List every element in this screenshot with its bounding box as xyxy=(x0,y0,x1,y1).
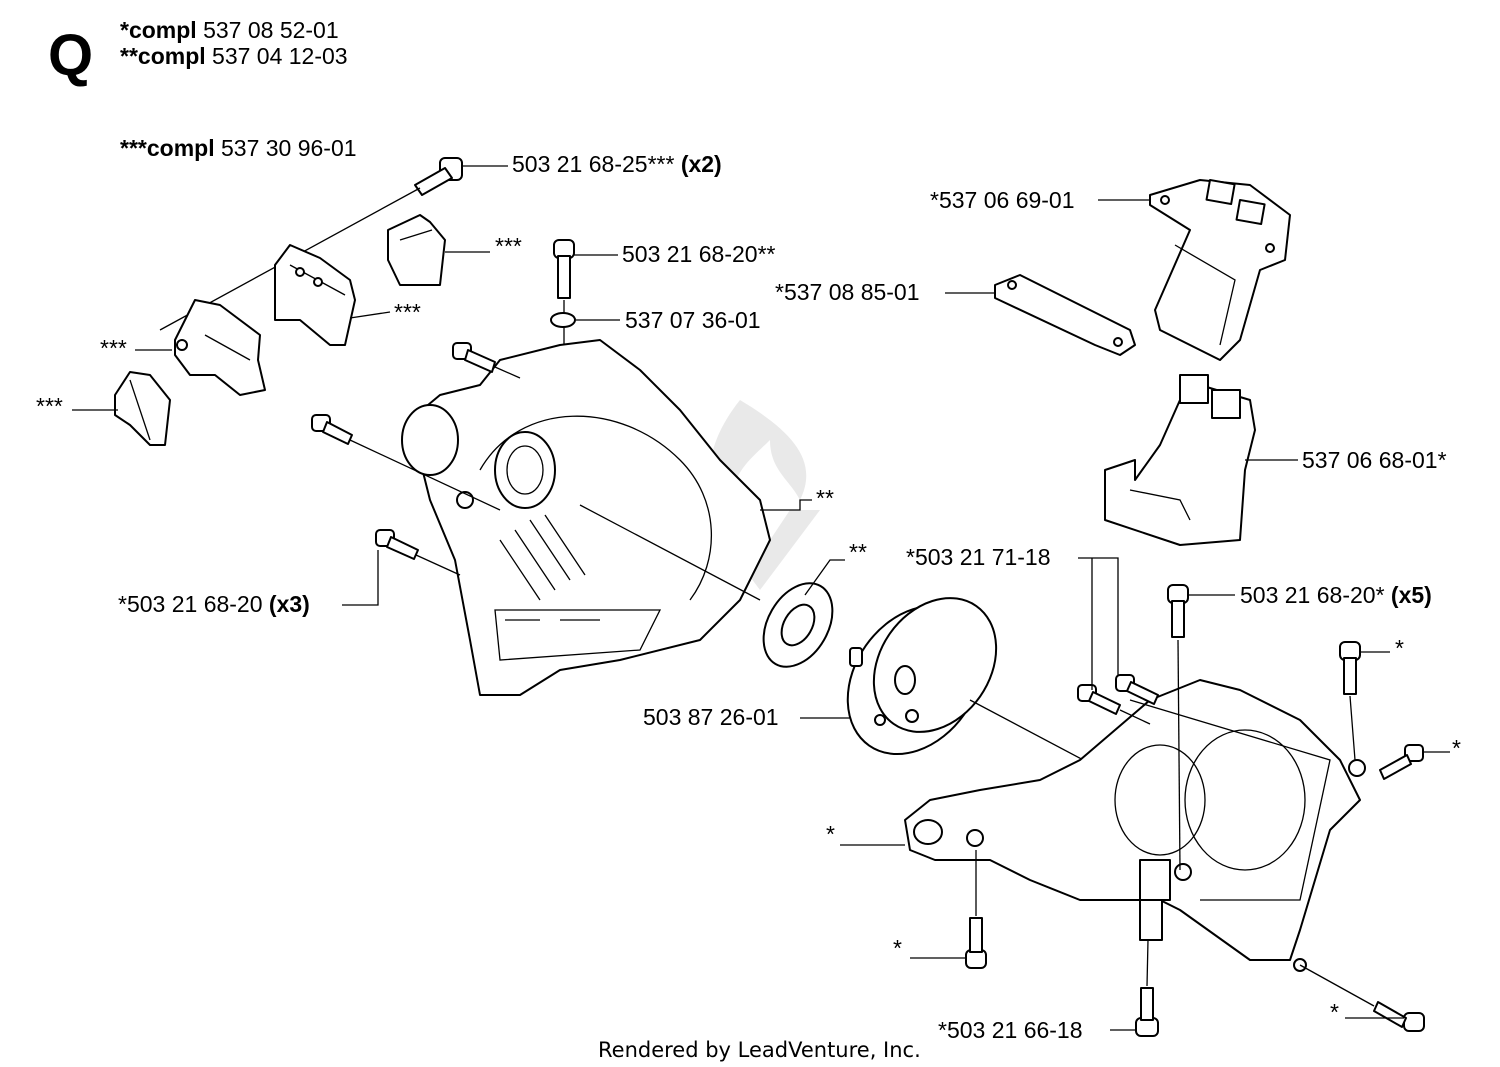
footer-credit: Rendered by LeadVenture, Inc. xyxy=(598,1038,921,1062)
kit-2-number: 537 04 12-03 xyxy=(212,43,348,69)
callout-screw-25-number: 503 21 68-25*** xyxy=(512,151,674,177)
callout-screw-7118: *503 21 71-18 xyxy=(906,544,1051,570)
kit-line-2: **compl 537 04 12-03 xyxy=(120,43,348,69)
housing-clip-middle[interactable] xyxy=(274,244,356,346)
callout-screw-x3-qty: (x3) xyxy=(269,591,310,617)
screw-left-lower[interactable] xyxy=(375,529,461,576)
retaining-ring[interactable] xyxy=(550,312,576,328)
callout-flywheel: 503 87 26-01 xyxy=(643,704,779,730)
kit-line-1: *compl 537 08 52-01 xyxy=(120,17,339,43)
kit-1-prefix: *compl xyxy=(120,17,197,43)
mark-screw-right-side: * xyxy=(1452,735,1461,761)
screw-7118-b[interactable] xyxy=(1115,674,1159,705)
screw-503-21-68-20-top[interactable] xyxy=(553,239,575,360)
mark-screw-bottom-left: * xyxy=(893,935,902,961)
screw-right-side[interactable] xyxy=(1379,744,1424,780)
callout-screw-20-top: 503 21 68-20** xyxy=(622,241,776,267)
mark-bearing: ** xyxy=(849,539,867,565)
callout-cover-top: *537 06 69-01 xyxy=(930,187,1075,213)
callout-screw-x5-qty: (x5) xyxy=(1391,582,1432,608)
mark-clip-top: *** xyxy=(495,233,522,259)
screw-left-mid[interactable] xyxy=(311,414,501,511)
lower-bracket[interactable] xyxy=(1104,374,1256,546)
callout-screw-x3-number: *503 21 68-20 xyxy=(118,591,263,617)
callout-screw-6618: *503 21 66-18 xyxy=(938,1017,1083,1043)
mark-housing-middle: *** xyxy=(394,299,421,325)
screw-503-21-66-18[interactable] xyxy=(1135,939,1159,1037)
gasket-plate[interactable] xyxy=(994,274,1136,356)
callout-ring: 537 07 36-01 xyxy=(625,307,761,333)
kit-2-prefix: **compl xyxy=(120,43,206,69)
callout-screw-x3: *503 21 68-20 (x3) xyxy=(118,591,310,617)
callout-screw-25-qty: (x2) xyxy=(681,151,722,177)
screw-right-top[interactable] xyxy=(1339,641,1361,761)
crankcase-half-left[interactable] xyxy=(401,339,771,696)
housing-clip-left[interactable] xyxy=(174,299,266,396)
screw-503-21-68-20-x5[interactable] xyxy=(1167,584,1189,871)
screw-bottom-left[interactable] xyxy=(965,850,987,969)
screw-bottom-right[interactable] xyxy=(1299,964,1425,1032)
callout-plate: *537 08 85-01 xyxy=(775,279,920,305)
callout-screw-x5: 503 21 68-20* (x5) xyxy=(1240,582,1432,608)
callout-bracket: 537 06 68-01* xyxy=(1302,447,1447,473)
clip-part[interactable] xyxy=(387,214,446,286)
mark-crankcase-left: ** xyxy=(816,485,834,511)
mark-clip-bottom: *** xyxy=(36,393,63,419)
mark-screw-bottom-right: * xyxy=(1330,999,1339,1025)
callout-screw-x5-number: 503 21 68-20* xyxy=(1240,582,1385,608)
clip-bottom-left[interactable] xyxy=(114,371,171,446)
top-cover-bracket[interactable] xyxy=(1149,179,1291,361)
kit-3-number: 537 30 96-01 xyxy=(221,135,357,161)
crankcase-half-right[interactable] xyxy=(904,679,1366,972)
kit-line-3: ***compl 537 30 96-01 xyxy=(120,135,357,161)
mark-crankcase-right: * xyxy=(826,821,835,847)
screw-left-upper[interactable] xyxy=(452,342,521,379)
bearing[interactable] xyxy=(579,504,846,679)
flywheel[interactable] xyxy=(820,574,1141,791)
section-letter: Q xyxy=(48,23,93,88)
mark-housing-left: *** xyxy=(100,335,127,361)
leader-lines xyxy=(72,165,1450,1031)
kit-1-number: 537 08 52-01 xyxy=(203,17,339,43)
kit-3-prefix: ***compl xyxy=(120,135,215,161)
mark-screw-right-top: * xyxy=(1395,635,1404,661)
callout-screw-25: 503 21 68-25*** (x2) xyxy=(512,151,722,177)
